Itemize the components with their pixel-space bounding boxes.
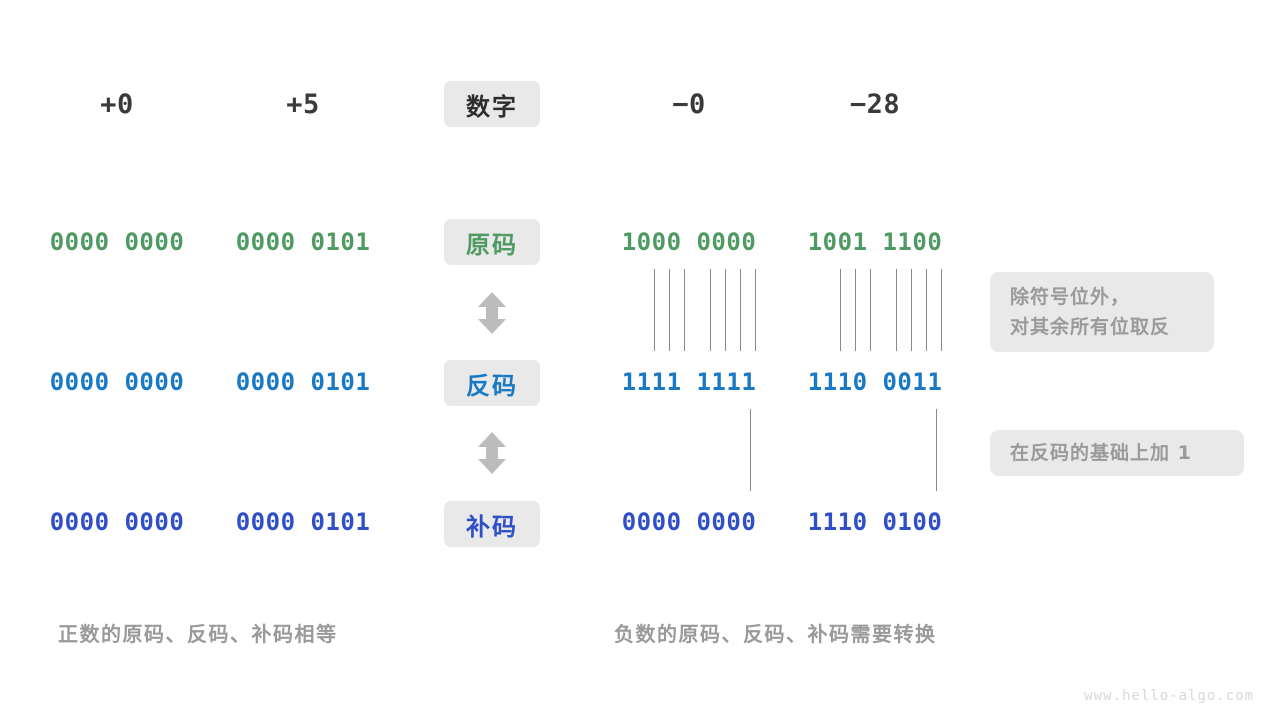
connector-tick — [936, 409, 937, 491]
connector-tick — [755, 269, 756, 351]
bits-ones-complement-minus-zero: 1111 1111 — [621, 368, 757, 396]
chip-twos-complement: 补码 — [444, 501, 540, 547]
negative-caption: 负数的原码、反码、补码需要转换 — [614, 622, 937, 646]
positive-caption: 正数的原码、反码、补码相等 — [58, 622, 338, 646]
invert-note-line-2: 对其余所有位取反 — [1010, 316, 1171, 338]
connector-tick — [654, 269, 655, 351]
connector-tick — [750, 409, 751, 491]
connector-tick — [926, 269, 927, 351]
bits-twos-complement-plus-zero: 0000 0000 — [49, 508, 185, 536]
arrow-ones-to-twos-icon — [475, 431, 509, 475]
add-one-note: 在反码的基础上加 1 — [990, 430, 1244, 476]
connector-tick — [725, 269, 726, 351]
bits-twos-complement-minus-28: 1110 0100 — [807, 508, 943, 536]
arrow-true-to-ones-icon — [475, 291, 509, 335]
connector-tick — [911, 269, 912, 351]
connector-tick — [896, 269, 897, 351]
connector-tick — [870, 269, 871, 351]
column-header-minus-28: −28 — [849, 88, 901, 120]
column-header-plus-zero: +0 — [100, 88, 134, 120]
chip-true-form: 原码 — [444, 219, 540, 265]
bits-ones-complement-plus-zero: 0000 0000 — [49, 368, 185, 396]
column-header-plus-five: +5 — [286, 88, 320, 120]
bits-twos-complement-plus-five: 0000 0101 — [235, 508, 371, 536]
invert-note-line-1: 除符号位外， — [1010, 286, 1131, 308]
connector-tick — [855, 269, 856, 351]
bits-ones-complement-plus-five: 0000 0101 — [235, 368, 371, 396]
connector-tick — [840, 269, 841, 351]
connector-tick — [669, 269, 670, 351]
bits-ones-complement-minus-28: 1110 0011 — [807, 368, 943, 396]
bits-true-form-minus-28: 1001 1100 — [807, 228, 943, 256]
invert-note: 除符号位外， 对其余所有位取反 — [990, 272, 1214, 352]
bits-true-form-plus-five: 0000 0101 — [235, 228, 371, 256]
connector-tick — [941, 269, 942, 351]
chip-ones-complement: 反码 — [444, 360, 540, 406]
bits-true-form-minus-zero: 1000 0000 — [621, 228, 757, 256]
bits-twos-complement-minus-zero: 0000 0000 — [621, 508, 757, 536]
column-header-minus-zero: −0 — [672, 88, 706, 120]
watermark: www.hello-algo.com — [1084, 688, 1254, 704]
connector-tick — [740, 269, 741, 351]
add-one-note-line-1: 在反码的基础上加 1 — [1010, 442, 1192, 464]
bits-true-form-plus-zero: 0000 0000 — [49, 228, 185, 256]
connector-tick — [710, 269, 711, 351]
chip-number-title: 数字 — [444, 81, 540, 127]
connector-tick — [684, 269, 685, 351]
